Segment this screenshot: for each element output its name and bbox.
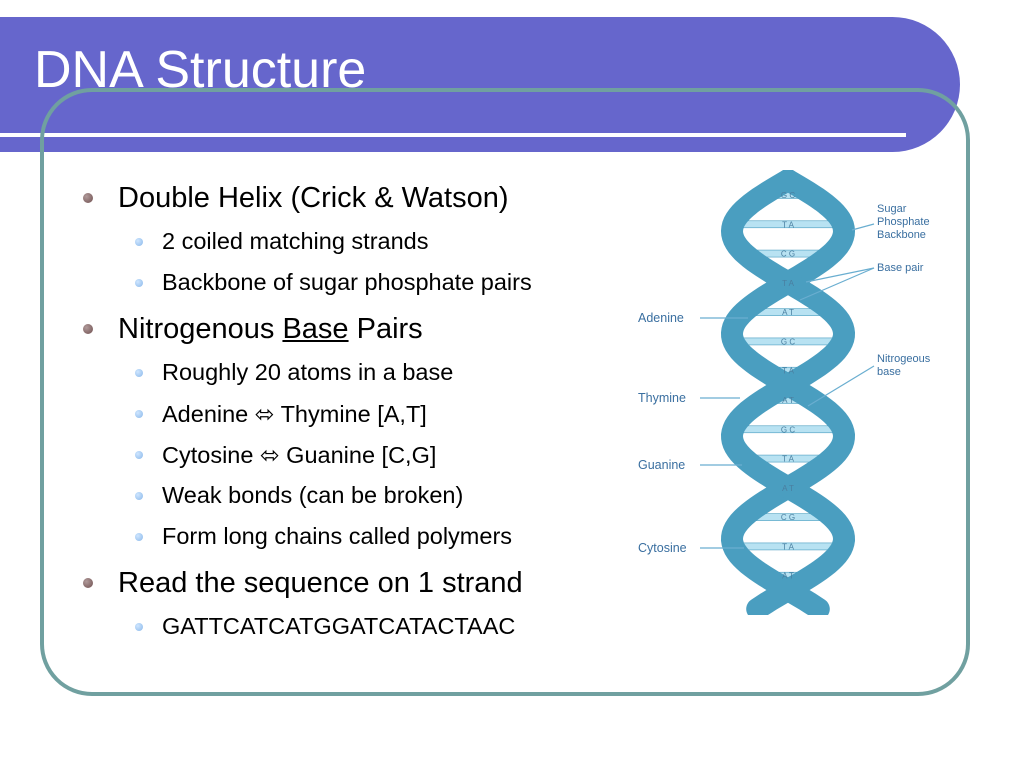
- rung-label: T A: [782, 455, 795, 464]
- label-cytosine: Cytosine: [638, 541, 687, 555]
- bullet-text-before: Nitrogenous: [118, 313, 283, 345]
- backbone-strand-b-edge: [720, 170, 856, 615]
- rung-label: G C: [781, 191, 795, 200]
- sub-bullet-atoms: Roughly 20 atoms in a base: [162, 359, 454, 385]
- sub-bullet-adenine-thymine: Adenine ⬄ Thymine [A,T]: [162, 401, 427, 427]
- bullet-marker: [83, 193, 93, 203]
- bullet-marker: [83, 578, 93, 588]
- rung-label: T A: [782, 279, 795, 288]
- sub-bullet-marker: [135, 279, 143, 287]
- sub-bullet-marker: [135, 369, 143, 377]
- rung-label: A T: [782, 484, 794, 493]
- backbone-strand-a-edge: [720, 170, 856, 615]
- sub-bullet-coiled-strands: 2 coiled matching strands: [162, 228, 429, 254]
- sub-bullet-marker: [135, 623, 143, 631]
- dna-helix-figure: G C T A C G T A A T G C T A A T G C T A A T C G T A A…: [638, 170, 931, 615]
- label-backbone: Backbone: [877, 229, 926, 241]
- leader-base-pair-1: [805, 267, 875, 283]
- sub-bullet-marker: [135, 410, 143, 418]
- bullet-read-sequence: Read the sequence on 1 strand: [118, 567, 523, 599]
- rung-label: A T: [782, 572, 794, 581]
- label-base: base: [877, 366, 901, 378]
- rung-label: T A: [782, 220, 795, 229]
- bullet-text-underlined: Base: [282, 313, 349, 345]
- label-phosphate: Phosphate: [877, 216, 930, 228]
- leader-nitrogenous-base: [807, 365, 875, 407]
- bullet-text-after: Pairs: [348, 313, 423, 345]
- sub-bullet-marker: [135, 238, 143, 246]
- label-guanine: Guanine: [638, 458, 685, 472]
- sub-bullet-weak-bonds: Weak bonds (can be broken): [162, 482, 464, 508]
- base-pair-rungs: [732, 191, 844, 580]
- label-adenine: Adenine: [638, 311, 684, 325]
- title-bar: [0, 17, 960, 152]
- rung-label: C G: [781, 513, 795, 522]
- sub-bullet-marker: [135, 451, 143, 459]
- bullet-double-helix: Double Helix (Crick & Watson): [118, 182, 509, 214]
- label-base-pair: Base pair: [877, 262, 924, 274]
- bullet-marker: [83, 324, 93, 334]
- sub-bullet-marker: [135, 533, 143, 541]
- content-frame: [40, 88, 970, 696]
- rung-label: T A: [782, 542, 795, 551]
- label-sugar: Sugar: [877, 203, 907, 215]
- slide-title: DNA Structure: [34, 41, 367, 99]
- bullet-nitrogenous-base-pairs: Nitrogenous Base Pairs: [118, 313, 423, 346]
- sub-bullet-polymers: Form long chains called polymers: [162, 523, 513, 549]
- rung-label: A T: [782, 308, 794, 317]
- rung-label: A T: [782, 396, 794, 405]
- rung-label: T A: [782, 367, 795, 376]
- sub-bullet-marker: [135, 492, 143, 500]
- rung-label: C G: [781, 250, 795, 259]
- title-underline: [0, 133, 906, 137]
- label-nitrogeous: Nitrogeous: [877, 353, 931, 365]
- label-thymine: Thymine: [638, 391, 686, 405]
- sub-bullet-sequence: GATTCATCATGGATCATACTAAC: [162, 613, 516, 639]
- leader-base-pair-2: [799, 267, 875, 301]
- rung-label: G C: [781, 425, 795, 434]
- sub-bullet-cytosine-guanine: Cytosine ⬄ Guanine [C,G]: [162, 442, 437, 468]
- sub-bullet-backbone: Backbone of sugar phosphate pairs: [162, 269, 532, 295]
- rung-labels: G C T A C G T A A T G C T A A T G C T A A T C G T A A…: [781, 191, 795, 581]
- rung-label: G C: [781, 337, 795, 346]
- leader-backbone: [851, 223, 875, 231]
